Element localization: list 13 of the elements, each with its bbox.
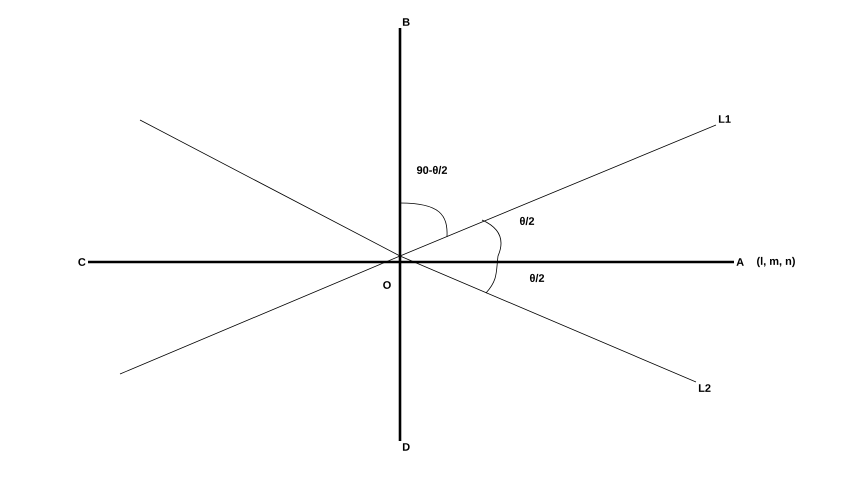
angle-label: 90-θ/2: [416, 166, 448, 174]
point-label: B: [402, 18, 410, 26]
angle-label: θ/2: [520, 216, 534, 226]
line: [398, 28, 402, 441]
angle-label: θ/2: [530, 274, 544, 282]
point-label: D: [402, 443, 410, 451]
point-label: A: [736, 258, 744, 266]
point-label: L1: [718, 115, 731, 123]
point-label: O: [383, 281, 391, 289]
point-label: C: [78, 258, 86, 266]
line: [88, 260, 734, 264]
coordinates-label: (l, m, n): [757, 256, 795, 268]
point-label: L2: [698, 384, 711, 392]
